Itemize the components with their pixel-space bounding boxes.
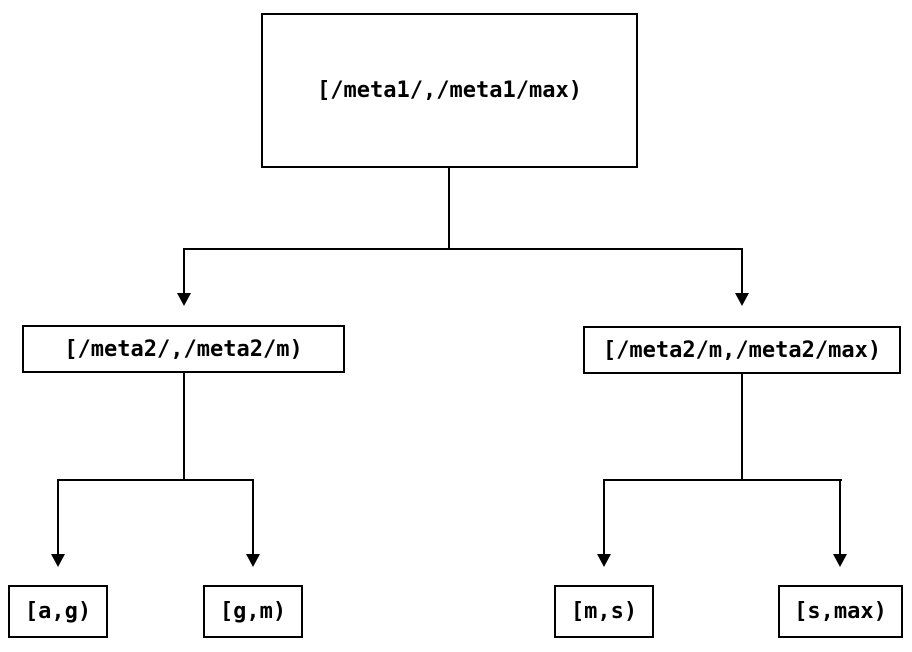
tree-node-right-left-label: [m,s) bbox=[570, 599, 638, 624]
tree-node-right-right-label: [s,max) bbox=[794, 599, 887, 624]
connector-right-crossbar bbox=[603, 479, 842, 481]
tree-node-right-left: [m,s) bbox=[554, 585, 654, 638]
tree-node-right-label: [/meta2/m,/meta2/max) bbox=[602, 337, 882, 363]
arrow-down-icon bbox=[177, 293, 191, 306]
connector-root-stem bbox=[448, 168, 450, 250]
connector-left-stem bbox=[183, 373, 185, 480]
tree-node-left-right: [g,m) bbox=[203, 585, 303, 638]
connector-left-to-left-left bbox=[57, 479, 59, 554]
tree-node-root: [/meta1/,/meta1/max) bbox=[261, 13, 638, 168]
arrow-down-icon bbox=[597, 554, 611, 567]
connector-root-to-right bbox=[741, 248, 743, 293]
tree-node-left: [/meta2/,/meta2/m) bbox=[22, 325, 345, 373]
tree-node-right-right: [s,max) bbox=[778, 585, 903, 638]
tree-node-left-right-label: [g,m) bbox=[219, 599, 287, 624]
arrow-down-icon bbox=[51, 554, 65, 567]
connector-root-crossbar bbox=[183, 248, 743, 250]
connector-left-to-left-right bbox=[252, 479, 254, 554]
tree-node-left-left: [a,g) bbox=[8, 585, 108, 638]
arrow-down-icon bbox=[735, 293, 749, 306]
arrow-down-icon bbox=[833, 554, 847, 567]
connector-right-stem bbox=[741, 374, 743, 480]
connector-right-to-right-left bbox=[603, 479, 605, 554]
tree-node-root-label: [/meta1/,/meta1/max) bbox=[317, 78, 582, 103]
connector-root-to-left bbox=[183, 248, 185, 293]
connector-right-to-right-right bbox=[839, 479, 841, 554]
tree-node-right: [/meta2/m,/meta2/max) bbox=[583, 326, 901, 374]
tree-node-left-label: [/meta2/,/meta2/m) bbox=[64, 336, 303, 362]
tree-node-left-left-label: [a,g) bbox=[24, 599, 92, 624]
arrow-down-icon bbox=[246, 554, 260, 567]
connector-left-crossbar bbox=[57, 479, 254, 481]
